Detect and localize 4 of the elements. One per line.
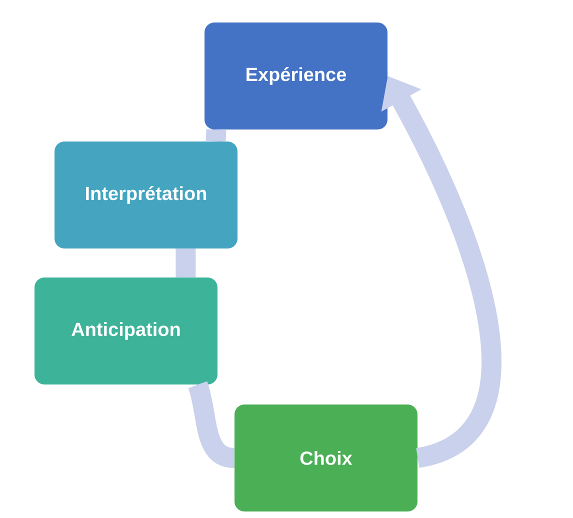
process-box: Interprétation [54,141,238,248]
process-box: Choix [234,404,418,512]
process-box: Expérience [204,22,388,130]
process-box: Anticipation [34,278,218,384]
